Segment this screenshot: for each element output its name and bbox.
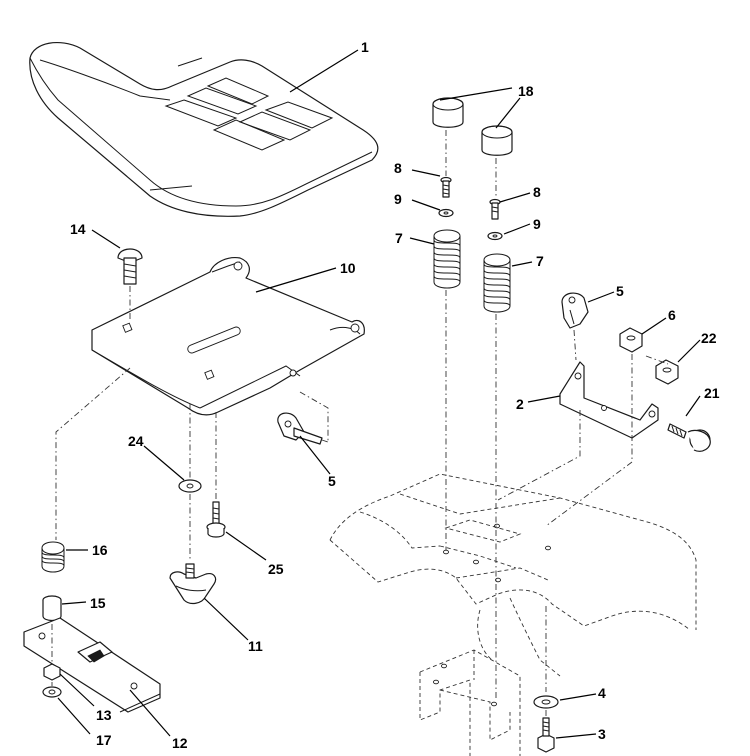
leader-lines [57,49,701,739]
callout-25: 25 [268,561,284,577]
spacer-part [42,595,62,622]
seat-grip-pads [164,57,334,151]
tractor-frame-outline [329,473,697,756]
flat-washer-left-part [438,208,454,218]
rubber-bumper-right-part [481,125,513,156]
callout-7-left: 7 [395,230,403,246]
hex-nut-small-part [43,663,61,681]
callout-2: 2 [516,396,524,412]
bottom-plate-part [23,617,161,713]
hex-bolt-part [537,717,555,753]
callout-8-right: 8 [533,184,541,200]
callout-11: 11 [248,638,263,654]
seat-pan-part [91,257,365,416]
callout-9-left: 9 [394,191,402,207]
carriage-bolt-part [117,248,143,285]
callout-24: 24 [128,433,144,449]
hex-nut-part [619,327,643,353]
callout-1: 1 [361,39,369,55]
callout-13: 13 [96,707,112,723]
shoulder-bolt-part [206,501,226,538]
callout-7-right: 7 [536,253,544,269]
callout-4: 4 [598,685,606,701]
washer-part [178,479,202,493]
callout-5-right: 5 [616,283,624,299]
coil-spring-left-part [433,229,461,289]
callout-10: 10 [340,260,356,276]
callout-15: 15 [90,595,106,611]
washer-bottom-part [533,695,559,709]
callout-22: 22 [701,330,717,346]
callout-3: 3 [598,726,606,742]
alignment-lines [51,130,669,716]
callout-5-left: 5 [328,473,336,489]
frame-holes [433,523,551,707]
coil-spring-small-part [41,541,65,573]
callout-17: 17 [96,732,112,748]
seat-bracket-part [559,361,659,439]
lock-washer-part [42,686,62,698]
callout-labels: 1 18 8 8 9 9 7 7 14 10 5 6 22 2 21 24 5 … [70,39,720,751]
knob-bolt-part [667,423,711,452]
latch-clip-right-part [561,292,589,329]
coil-spring-right-part [483,253,511,313]
seat-part [29,41,379,217]
callout-21: 21 [704,385,720,401]
callout-8-left: 8 [394,160,402,176]
callout-6: 6 [668,307,676,323]
screw-right-part [489,198,501,220]
adjustment-knob-part [169,563,217,605]
flat-washer-right-part [487,231,503,241]
screw-left-part [440,176,452,198]
callout-14: 14 [70,221,86,237]
rubber-bumper-left-part [432,97,464,128]
callout-12: 12 [172,735,188,751]
callout-9-right: 9 [533,216,541,232]
flange-nut-part [655,359,679,385]
callout-18: 18 [518,83,534,99]
callout-16: 16 [92,542,108,558]
latch-clip-left-part [277,412,323,445]
